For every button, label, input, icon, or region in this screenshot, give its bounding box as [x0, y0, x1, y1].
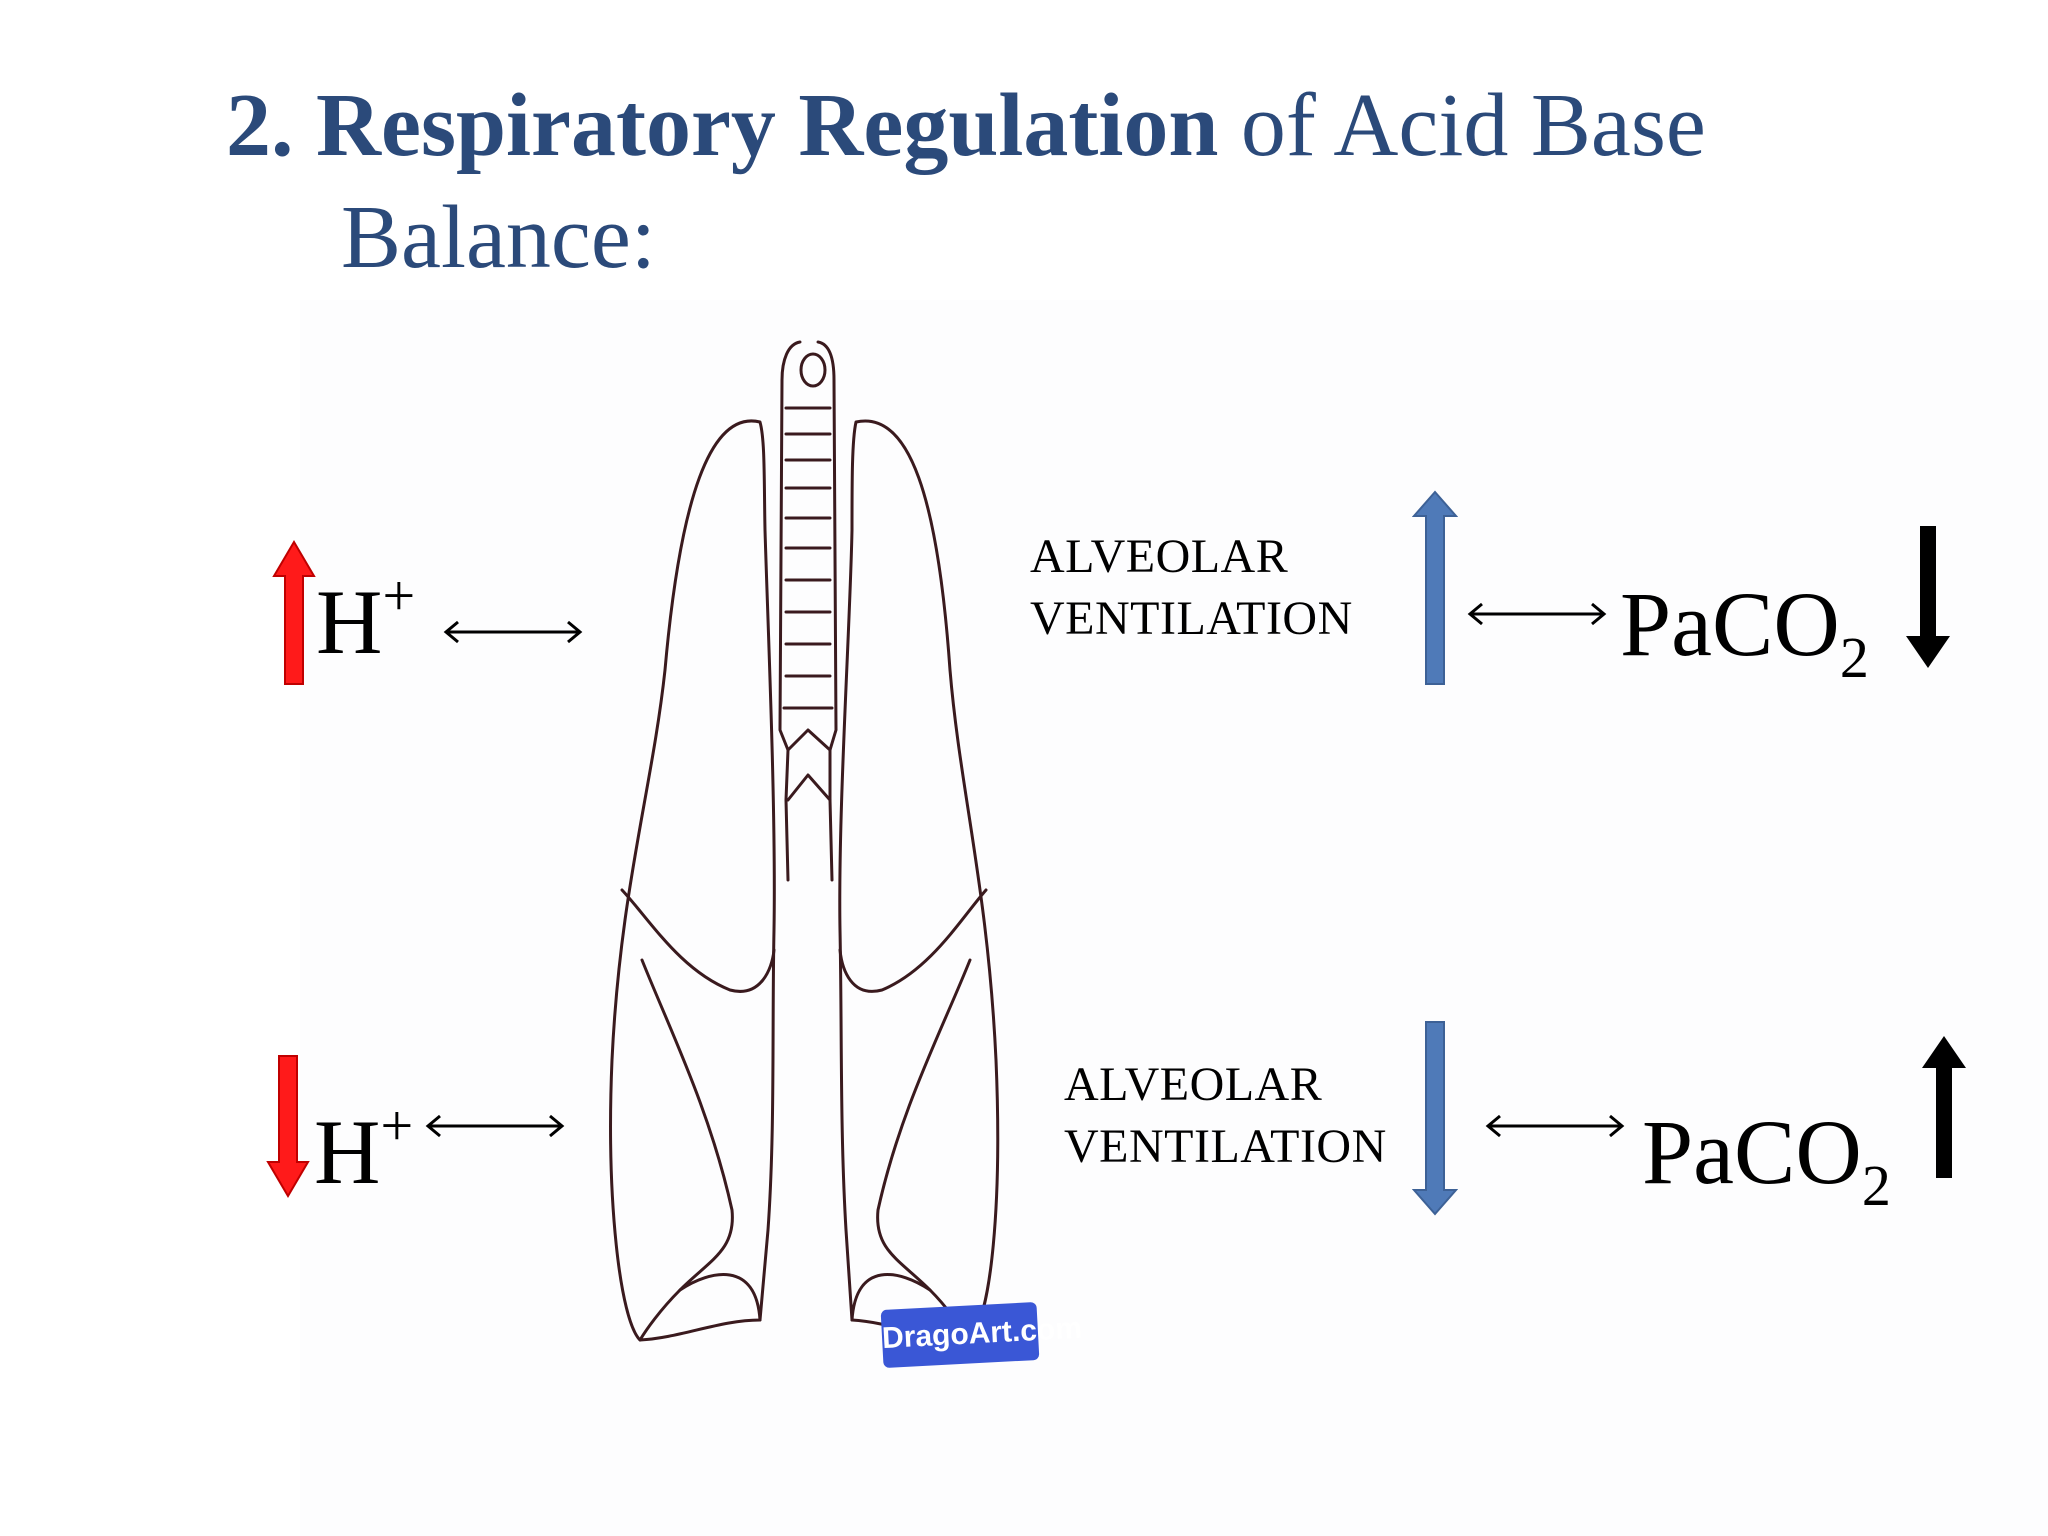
- paco2-bottom: PaCO2: [1642, 1106, 1891, 1218]
- alveolar-ventilation-label-top: ALVEOLAR VENTILATION: [1030, 526, 1353, 650]
- background-panel: [300, 300, 2048, 1536]
- arrow-down-blue-icon: [1412, 1021, 1458, 1216]
- title-bold-part: 2. Respiratory Regulation: [226, 76, 1219, 175]
- label-line-1: ALVEOLAR: [1064, 1058, 1323, 1111]
- paco2-text: PaCO: [1642, 1101, 1862, 1203]
- trachea: [778, 340, 838, 882]
- title-regular-part: of Acid Base: [1218, 76, 1706, 175]
- arrow-down-red-icon: [266, 1055, 310, 1198]
- h-ion-top: H+: [316, 563, 415, 680]
- h-ion-symbol: H: [316, 571, 383, 673]
- paco2-top: PaCO2: [1620, 578, 1869, 690]
- lungs-illustration: [609, 340, 1000, 1344]
- paco2-text: PaCO: [1620, 573, 1840, 675]
- arrow-up-red-icon: [272, 540, 316, 685]
- double-arrow-icon: [425, 1114, 565, 1138]
- arrow-up-black-icon: [1922, 1036, 1966, 1178]
- alveolar-ventilation-label-bottom: ALVEOLAR VENTILATION: [1064, 1054, 1387, 1178]
- double-arrow-icon: [1467, 602, 1607, 626]
- h-ion-bottom: H+: [314, 1093, 413, 1210]
- arrow-down-black-icon: [1906, 526, 1950, 668]
- label-line-2: VENTILATION: [1064, 1120, 1387, 1173]
- right-lung: [838, 419, 1000, 1344]
- double-arrow-icon: [1485, 1114, 1625, 1138]
- slide-title: 2. Respiratory Regulation of Acid Base B…: [226, 70, 1706, 294]
- trachea-top: [799, 352, 827, 388]
- dragoart-watermark: DragoArt.com: [880, 1301, 1083, 1369]
- h-ion-charge: +: [380, 1093, 414, 1158]
- h-ion-symbol: H: [314, 1101, 381, 1203]
- arrow-up-blue-icon: [1412, 490, 1458, 685]
- paco2-subscript: 2: [1839, 625, 1869, 690]
- h-ion-charge: +: [382, 563, 416, 628]
- left-lung: [609, 419, 776, 1342]
- label-line-2: VENTILATION: [1030, 592, 1353, 645]
- title-line-2: Balance:: [341, 188, 656, 287]
- double-arrow-icon: [443, 620, 583, 644]
- paco2-subscript: 2: [1861, 1153, 1891, 1218]
- label-line-1: ALVEOLAR: [1030, 530, 1289, 583]
